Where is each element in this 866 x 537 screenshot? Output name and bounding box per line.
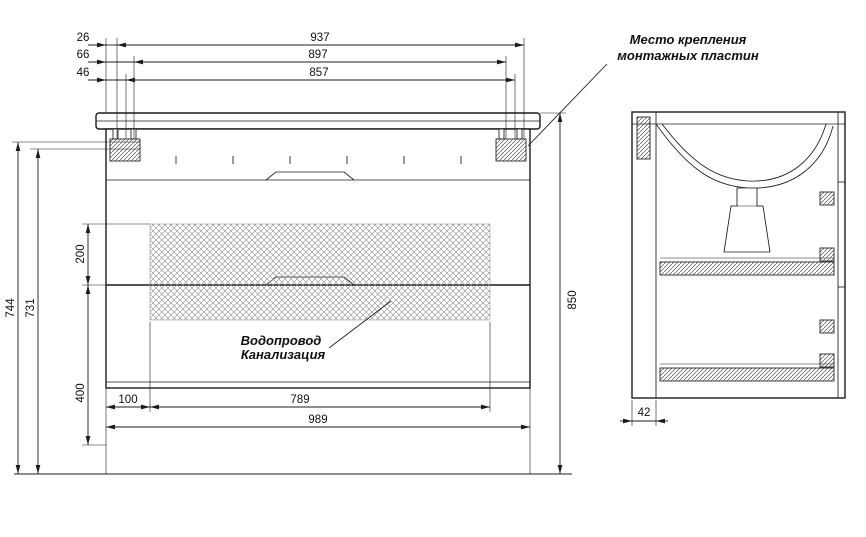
top-rail-marks [175, 156, 462, 164]
annotation-plumbing: Водопровод Канализация [241, 300, 392, 362]
mounting-plate-right [495, 128, 527, 162]
drain-siphon [723, 187, 771, 253]
dim-label-937: 937 [310, 32, 329, 44]
dim-label-897: 897 [308, 49, 327, 61]
drawer-slide-bands [659, 257, 835, 382]
dim-label-789: 789 [290, 394, 309, 406]
dim-label-850: 850 [567, 290, 579, 309]
annotation-mounting-line2: монтажных пластин [617, 48, 759, 63]
front-view [14, 112, 572, 475]
dim-label-42: 42 [638, 407, 651, 419]
plumbing-hatch-zone [149, 223, 491, 321]
dim-label-744: 744 [5, 298, 17, 318]
front-panel-edge [837, 112, 845, 398]
annotation-mounting: Место крепления монтажных пластин [527, 32, 759, 147]
dim-label-989: 989 [308, 414, 327, 426]
dim-label-66: 66 [77, 49, 90, 61]
front-dimensions: 26 937 66 897 46 857 744 731 200 400 850 [5, 32, 579, 474]
mounting-plate-left [109, 128, 141, 162]
leader-plumbing [328, 300, 392, 349]
side-view: 42 [620, 111, 846, 426]
dim-label-731: 731 [25, 298, 37, 317]
annotation-mounting-line1: Место крепления [630, 32, 747, 47]
dim-label-46: 46 [77, 67, 90, 79]
annotation-plumbing-line2: Канализация [241, 347, 326, 362]
annotation-plumbing-line1: Водопровод [241, 333, 322, 348]
side-outline [631, 111, 846, 399]
slide-brackets [819, 191, 835, 368]
dim-label-26: 26 [77, 32, 90, 44]
dim-label-400: 400 [75, 383, 87, 402]
dim-label-100: 100 [118, 394, 137, 406]
dim-label-200: 200 [75, 244, 87, 263]
dim-label-857: 857 [309, 67, 328, 79]
side-dimension-42: 42 [620, 400, 668, 426]
leader-mounting [527, 63, 608, 147]
wall-rail-block [636, 116, 651, 160]
